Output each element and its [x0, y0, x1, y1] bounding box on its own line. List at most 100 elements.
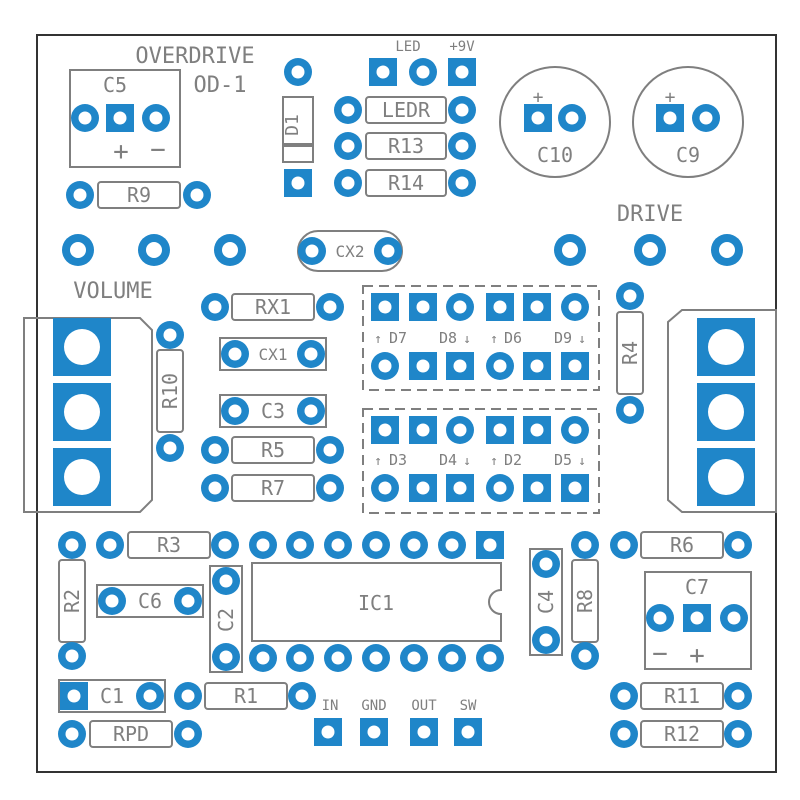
ic1-label: IC1	[358, 591, 394, 615]
d1-label: D1	[282, 114, 303, 136]
c7-plus: +	[689, 641, 705, 671]
c5-label: C5	[103, 73, 127, 97]
svg-text:↑: ↑	[490, 454, 498, 469]
r12-footprint: R12	[610, 720, 752, 748]
c10-plus: +	[533, 87, 544, 108]
r3-footprint: R3	[58, 531, 239, 559]
c5-pad-3	[142, 104, 170, 132]
ic1-footprint: IC1	[249, 531, 504, 672]
sw-pad	[454, 718, 482, 746]
r7-footprint: R7	[201, 474, 344, 502]
cx2-label: CX2	[336, 242, 365, 261]
ledr-label: LEDR	[382, 98, 431, 122]
cx1-label: CX1	[259, 345, 288, 364]
r12-label: R12	[664, 722, 700, 746]
c4-footprint: C4	[529, 548, 563, 656]
in-pad	[314, 718, 342, 746]
r5-label: R5	[261, 438, 285, 462]
c1-footprint: C1	[58, 679, 166, 713]
d1-footprint: D1	[282, 58, 314, 197]
svg-text:↑: ↑	[374, 332, 382, 347]
r11-footprint: R11	[610, 682, 752, 710]
r4-footprint: R4	[616, 282, 644, 424]
c7-minus: −	[652, 639, 668, 669]
rx1-footprint: RX1	[201, 293, 344, 321]
r6-footprint: R6	[610, 531, 752, 559]
c3-label: C3	[261, 399, 285, 423]
r13-footprint: R13	[334, 132, 476, 160]
volume-label: VOLUME	[73, 279, 152, 304]
c10-footprint: + C10	[499, 66, 611, 178]
rx1-label: RX1	[255, 295, 291, 319]
d6-label: D6	[504, 329, 522, 347]
r8-footprint: R8	[571, 531, 599, 670]
d2-label: D2	[504, 451, 522, 469]
title-line2: OD-1	[194, 73, 247, 98]
drive-label: DRIVE	[617, 202, 683, 227]
cx2-footprint: CX2	[297, 230, 403, 272]
r14-footprint: R14	[334, 169, 476, 197]
d9-label: D9	[554, 329, 572, 347]
c9-plus: +	[665, 87, 676, 108]
led-pad-1	[369, 58, 397, 86]
r2-label: R2	[60, 589, 84, 613]
right-jack	[667, 309, 777, 513]
out-label: OUT	[411, 698, 437, 714]
r3-label: R3	[157, 533, 181, 557]
c9-label: C9	[676, 143, 700, 167]
c4-label: C4	[534, 590, 558, 614]
gnd-pad	[360, 718, 388, 746]
r7-label: R7	[261, 476, 285, 500]
in-label: IN	[322, 698, 339, 714]
out-pad	[410, 718, 438, 746]
diode-block-lower: D3 D4 D2 D5 ↑ ↓ ↑ ↓	[362, 408, 600, 514]
c5-minus: −	[150, 135, 166, 165]
svg-text:↑: ↑	[374, 454, 382, 469]
sw-label: SW	[460, 698, 477, 714]
r13-label: R13	[388, 134, 424, 158]
gnd-label: GND	[361, 698, 386, 714]
drive-pot-pad-1	[554, 234, 586, 266]
r2-footprint: R2	[58, 559, 86, 670]
c7-label: C7	[685, 575, 709, 599]
d8-label: D8	[439, 329, 457, 347]
cx1-footprint: CX1	[219, 337, 327, 371]
left-jack	[23, 317, 153, 513]
r9-footprint: R9	[66, 181, 211, 209]
c1-label: C1	[100, 684, 124, 708]
r1-footprint: R1	[174, 682, 316, 710]
volume-pot-pad-1	[62, 234, 94, 266]
d4-label: D4	[439, 451, 457, 469]
c6-label: C6	[138, 589, 162, 613]
svg-text:↓: ↓	[463, 332, 471, 347]
d3-label: D3	[389, 451, 407, 469]
c5-pad-1	[71, 104, 99, 132]
r1-label: R1	[234, 684, 258, 708]
d1-pad-1	[284, 58, 312, 86]
c3-footprint: C3	[219, 394, 327, 428]
r5-footprint: R5	[201, 436, 344, 464]
r14-label: R14	[388, 171, 424, 195]
c5-footprint: C5 + −	[69, 69, 181, 168]
c6-footprint: C6	[96, 584, 204, 618]
svg-text:↓: ↓	[463, 454, 471, 469]
v9-pad	[448, 58, 476, 86]
c2-label: C2	[214, 608, 238, 632]
r10-footprint: R10	[156, 321, 184, 462]
rpd-footprint: RPD	[58, 720, 202, 748]
r4-label: R4	[618, 341, 642, 365]
diode-block-upper: D7 D8 D6 D9 ↑ ↓ ↑ ↓	[362, 285, 600, 391]
title-line1: OVERDRIVE	[135, 44, 254, 69]
r6-label: R6	[670, 533, 694, 557]
r8-label: R8	[573, 589, 597, 613]
d1-pad-2	[284, 169, 312, 197]
c5-plus: +	[113, 137, 129, 167]
svg-text:↓: ↓	[578, 332, 586, 347]
drive-pot-pad-3	[711, 234, 743, 266]
led-label: LED	[395, 39, 420, 55]
d5-label: D5	[554, 451, 572, 469]
r10-label: R10	[158, 373, 182, 409]
ledr-footprint: LEDR	[334, 96, 476, 124]
volume-pot-pad-3	[214, 234, 246, 266]
